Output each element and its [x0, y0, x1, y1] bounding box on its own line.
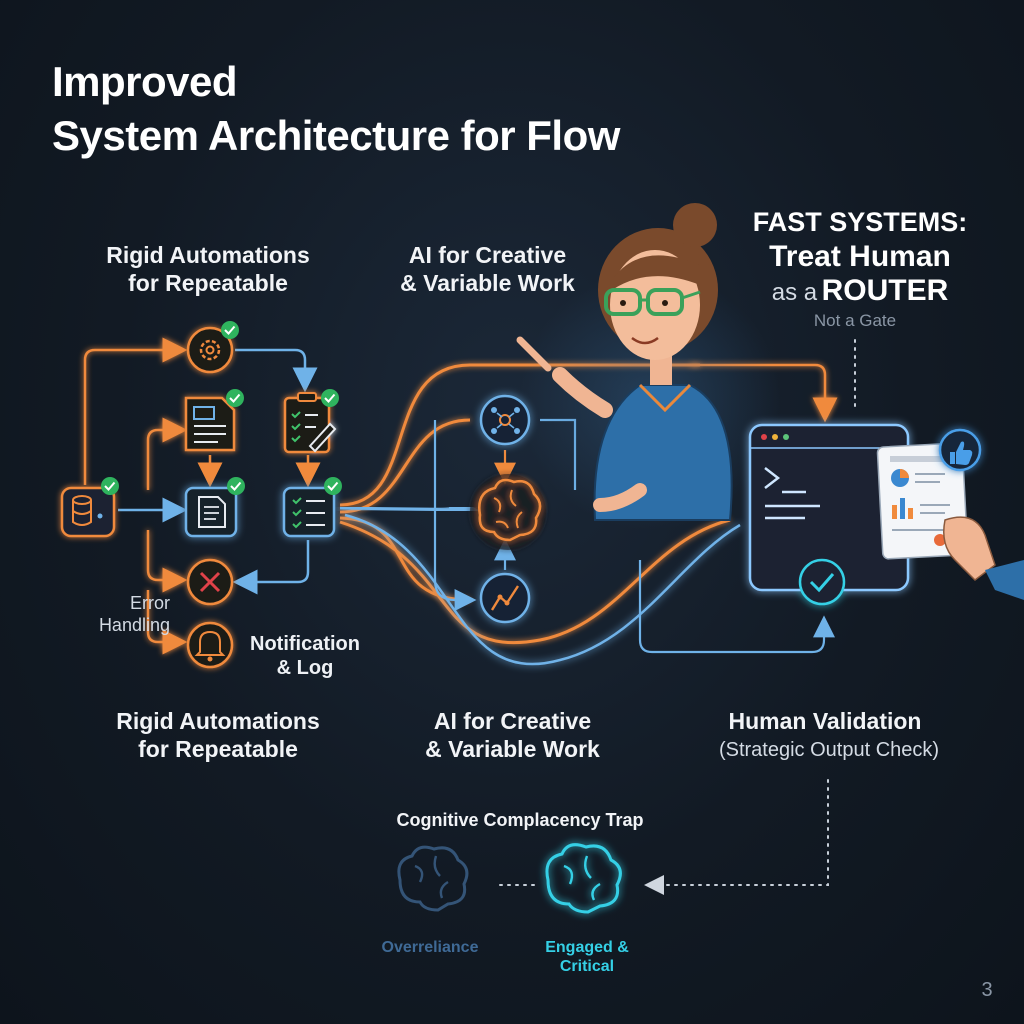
dotted-connectors: [499, 339, 856, 895]
fast-systems-heading: FAST SYSTEMS:: [752, 207, 968, 237]
notification-log-label: Notification & Log: [250, 633, 360, 679]
brain-icon: [397, 845, 469, 912]
check-badge-icon: [101, 477, 119, 495]
gear-icon: [186, 326, 234, 374]
router-emphasis: ROUTER: [821, 274, 949, 307]
database-icon: [60, 486, 116, 538]
check-badge-icon: [221, 321, 239, 339]
brain-icon: [545, 843, 622, 914]
page-title-line-1: Improved: [52, 58, 238, 105]
document-icon: [184, 396, 236, 452]
human-validation-heading: Human Validation: [728, 708, 922, 734]
rigid-automations-heading: Rigid Automations for Repeatable: [106, 242, 310, 296]
router-line: as a ROUTER: [740, 273, 980, 309]
complacency-trap-heading: Cognitive Complacency Trap: [396, 810, 644, 830]
check-badge-icon: [324, 477, 342, 495]
page-title-line-2: System Architecture for Flow: [52, 112, 620, 159]
hand-illustration: [943, 516, 1024, 600]
rigid-automations-caption: Rigid Automations for Repeatable: [116, 708, 320, 762]
engaged-critical-label: Engaged & Critical: [545, 939, 629, 976]
trend-chart-icon: [479, 572, 531, 624]
thumbs-up-icon: [938, 428, 982, 472]
router-prefix: as a: [771, 279, 818, 306]
document-icon: [184, 486, 238, 538]
human-router-illustration: [516, 203, 780, 530]
checklist-icon: [282, 486, 336, 538]
error-handling-label: Error Handling: [98, 593, 170, 635]
ai-creative-heading: AI for Creative & Variable Work: [400, 242, 575, 296]
page-number: 3: [981, 979, 993, 1001]
clipboard-icon: [283, 392, 337, 454]
error-x-icon: [186, 558, 234, 606]
treat-human-text: Treat Human: [769, 240, 951, 273]
bell-icon: [186, 621, 234, 669]
brain-icon: [470, 474, 546, 550]
human-validation-subtitle: (Strategic Output Check): [718, 739, 940, 761]
check-badge-icon: [321, 389, 339, 407]
check-badge-icon: [227, 477, 245, 495]
automation-connectors: [83, 337, 321, 655]
check-badge-icon: [226, 389, 244, 407]
network-nodes-icon: [479, 394, 531, 446]
not-a-gate-text: Not a Gate: [813, 311, 897, 330]
overreliance-label: Overreliance: [381, 939, 479, 956]
ai-creative-caption: AI for Creative & Variable Work: [425, 708, 600, 762]
